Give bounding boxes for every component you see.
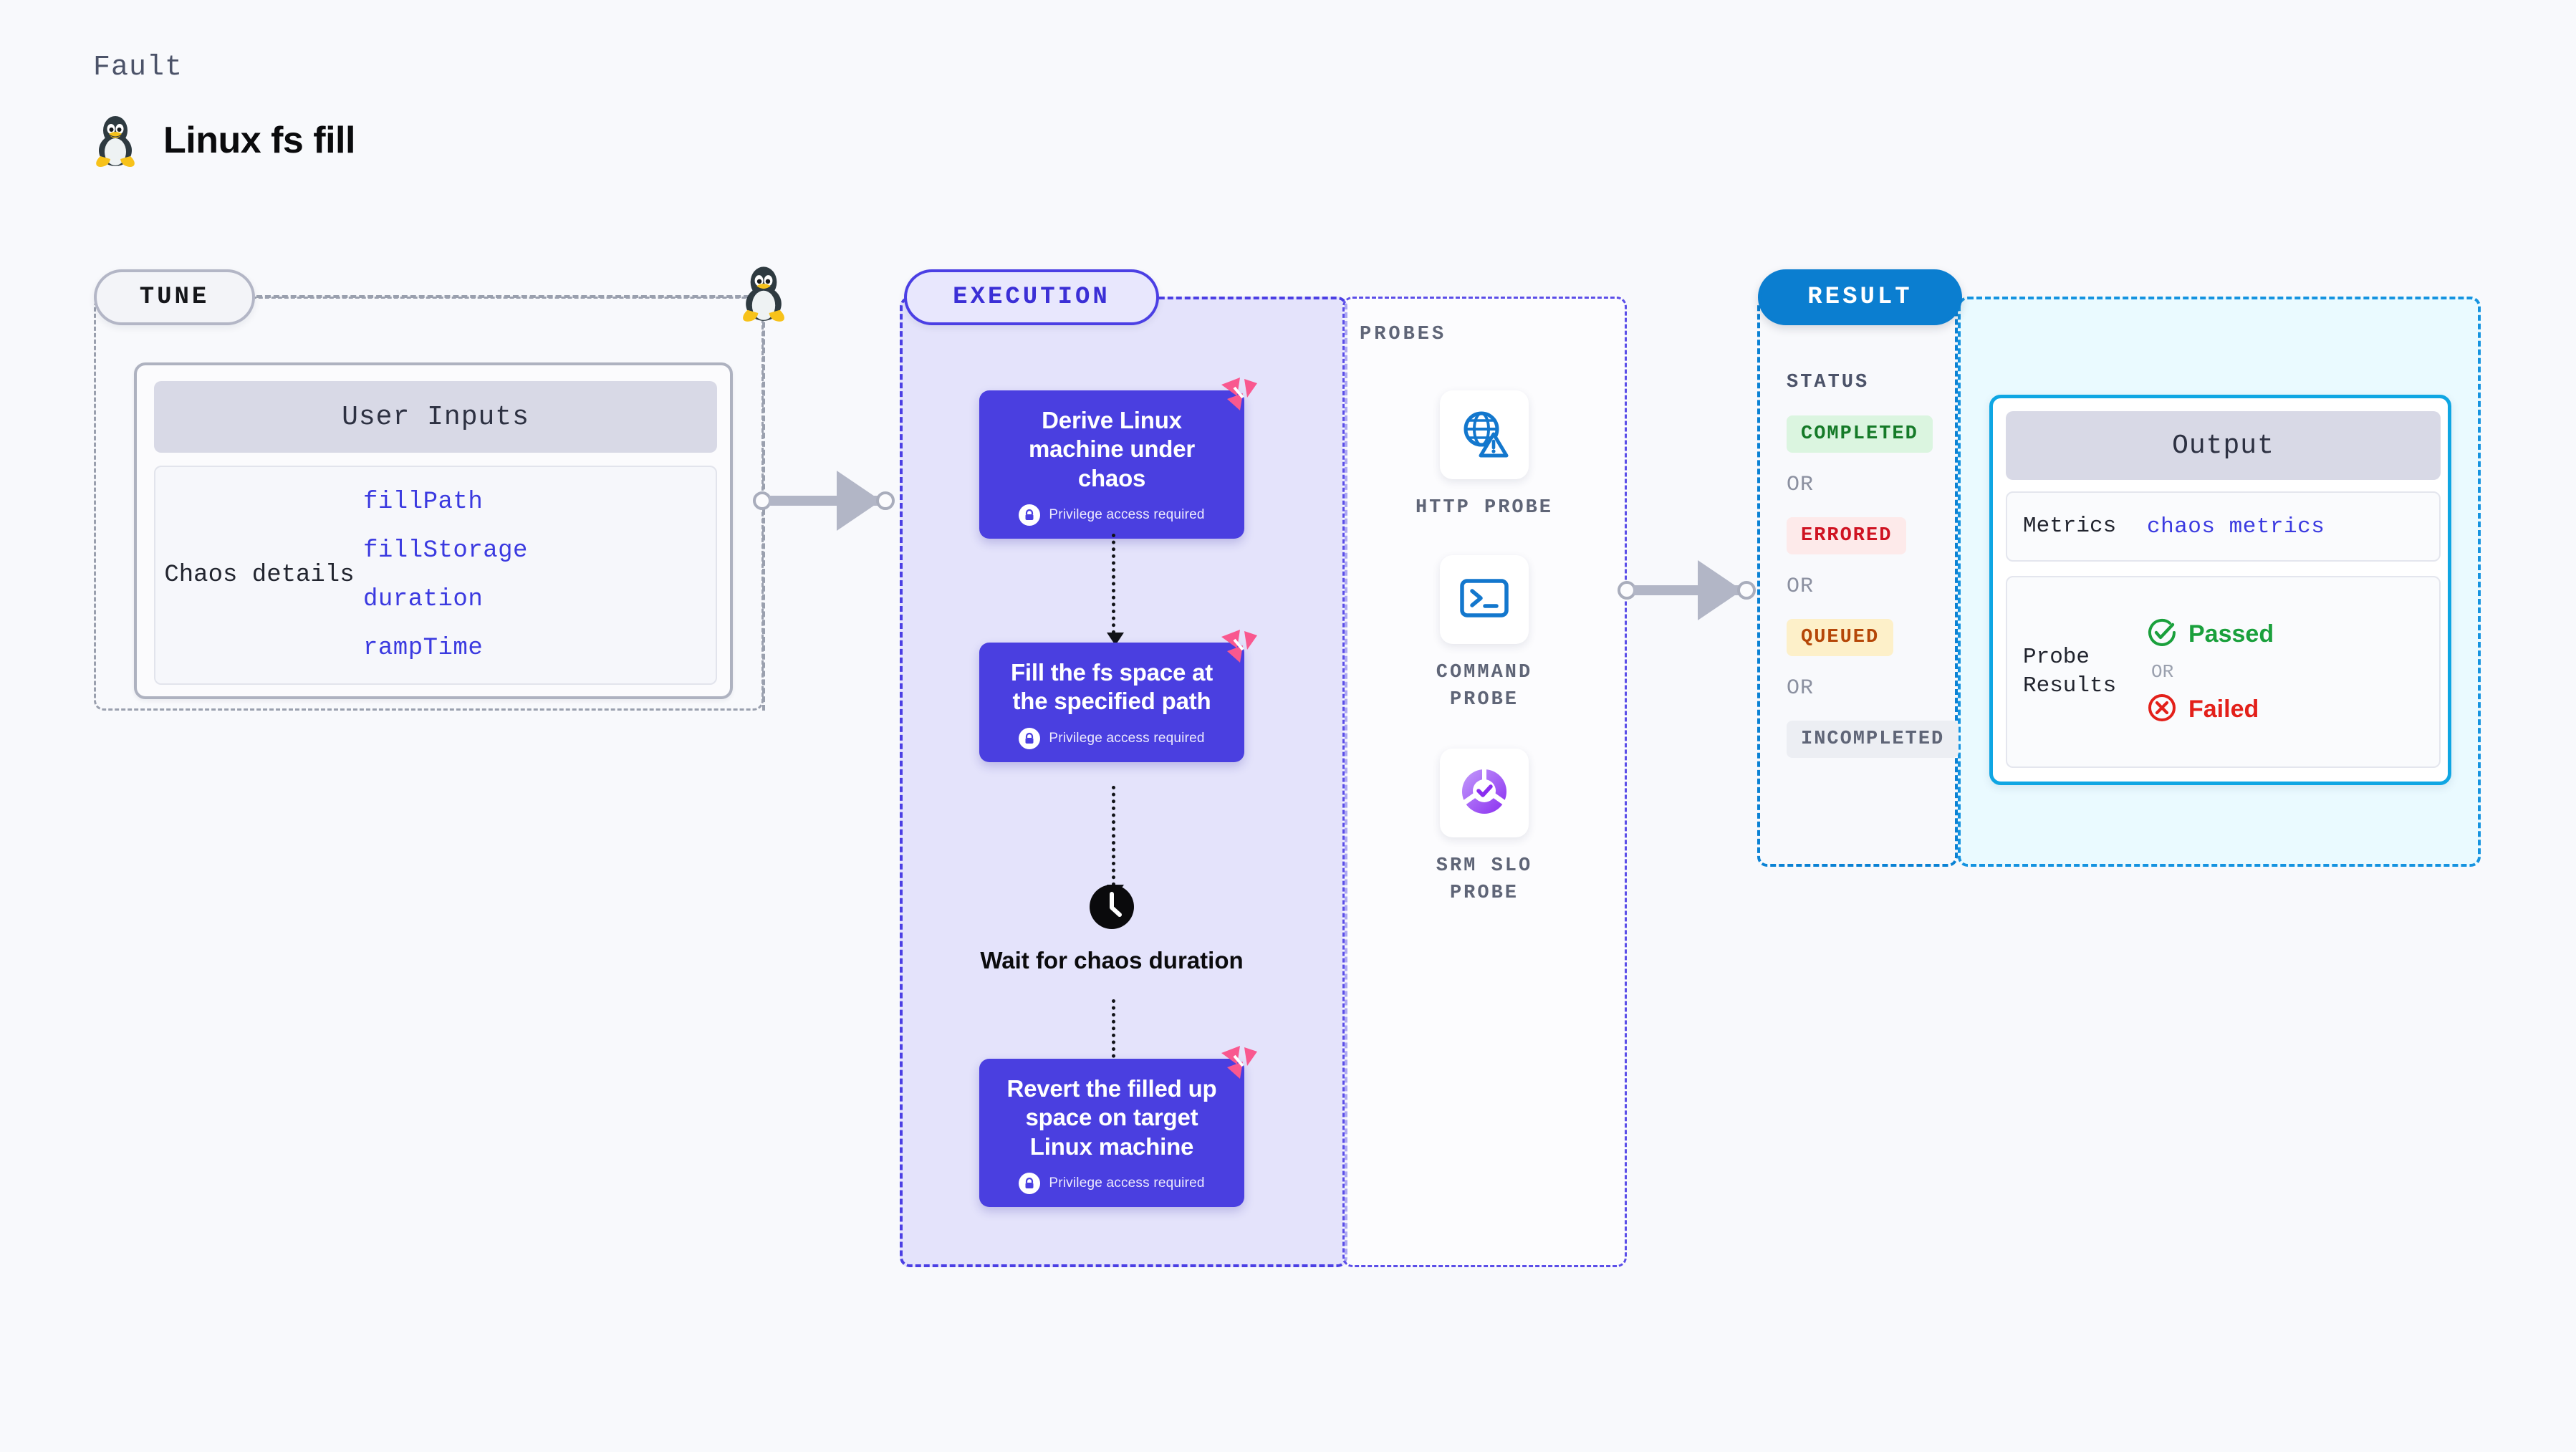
x-circle-icon (2147, 693, 2177, 726)
probe-results-label: Probe Results (2023, 644, 2117, 698)
tune-node-penguin-icon (739, 264, 788, 326)
status-or-3: OR (1787, 676, 1815, 701)
chaos-flag-icon (1219, 375, 1260, 420)
probe-result-failed: Failed (2147, 693, 2274, 726)
probe-label: HTTP PROBE (1415, 497, 1554, 519)
chaos-flag-icon (1219, 1043, 1260, 1088)
check-circle-icon (2147, 617, 2177, 651)
param-duration[interactable]: duration (363, 586, 484, 613)
privilege-note-row: Privilege access required (992, 504, 1231, 526)
user-inputs-card: User Inputs Chaos details fillPath fillS… (134, 362, 733, 699)
flow-connector-1 (1107, 534, 1124, 645)
probe-tile (1440, 749, 1529, 837)
status-caption: STATUS (1787, 372, 1870, 393)
linux-penguin-icon (93, 113, 138, 168)
execution-step-revert[interactable]: Revert the filled up space on target Lin… (979, 1046, 1257, 1207)
probe-label: SRM SLO PROBE (1436, 855, 1533, 904)
probe-tile (1440, 390, 1529, 479)
wait-label: Wait for chaos duration (980, 947, 1244, 973)
flow-connector-2 (1107, 786, 1124, 898)
lock-icon (1019, 727, 1041, 749)
param-fillpath[interactable]: fillPath (363, 489, 484, 516)
execution-step-fill[interactable]: Fill the fs space at the specified path … (979, 630, 1257, 762)
status-or-1: OR (1787, 473, 1815, 497)
chaos-details-params: fillPath fillStorage duration rampTime (363, 489, 528, 662)
clock-icon (1088, 885, 1135, 933)
failed-label: Failed (2188, 696, 2259, 723)
status-badge-completed: COMPLETED (1787, 415, 1933, 453)
probe-result-or: OR (2151, 661, 2174, 683)
output-metrics-row: Metrics chaos metrics (2006, 491, 2441, 562)
probe-command[interactable]: COMMAND PROBE (1402, 555, 1567, 714)
metrics-label: Metrics (2023, 513, 2117, 539)
privilege-note-row: Privilege access required (992, 727, 1231, 749)
probe-label: COMMAND PROBE (1436, 662, 1533, 711)
probe-srm-slo[interactable]: SRM SLO PROBE (1402, 749, 1567, 908)
lock-icon (1019, 504, 1041, 526)
privilege-note-row: Privilege access required (992, 1172, 1231, 1194)
output-card: Output Metrics chaos metrics Probe Resul… (1989, 395, 2451, 785)
privilege-note: Privilege access required (1049, 1175, 1205, 1191)
tune-to-node-dashline (256, 295, 758, 298)
probe-results-values: Passed OR Failed (2147, 617, 2274, 726)
chaos-details-body: Chaos details fillPath fillStorage durat… (154, 466, 717, 685)
chaos-flag-icon (1219, 627, 1260, 672)
output-probe-results-row: Probe Results Passed OR (2006, 576, 2441, 768)
status-badge-errored: ERRORED (1787, 517, 1907, 554)
tune-pill[interactable]: TUNE (94, 269, 255, 325)
execution-step-derive[interactable]: Derive Linux machine under chaos Privile… (979, 378, 1257, 539)
probe-result-passed: Passed (2147, 617, 2274, 651)
page-title: Linux fs fill (163, 120, 355, 161)
status-badge-queued: QUEUED (1787, 619, 1894, 656)
param-fillstorage[interactable]: fillStorage (363, 537, 528, 564)
fault-title-row: Linux fs fill (93, 113, 355, 168)
output-header: Output (2006, 411, 2441, 480)
execution-pill[interactable]: EXECUTION (904, 269, 1159, 325)
slo-check-icon (1458, 765, 1511, 822)
step-title: Derive Linux machine under chaos (1028, 407, 1196, 491)
result-pill[interactable]: RESULT (1758, 269, 1962, 325)
passed-label: Passed (2188, 620, 2274, 648)
status-badge-incompleted: INCOMPLETED (1787, 721, 1959, 758)
user-inputs-header: User Inputs (154, 381, 717, 453)
step-title: Revert the filled up space on target Lin… (1006, 1075, 1217, 1160)
probe-http[interactable]: HTTP PROBE (1402, 390, 1567, 522)
globe-warning-icon (1458, 407, 1511, 463)
param-ramptime[interactable]: rampTime (363, 635, 484, 662)
privilege-note: Privilege access required (1049, 730, 1205, 746)
terminal-icon (1459, 577, 1509, 623)
probes-caption: PROBES (1360, 324, 1447, 345)
privilege-note: Privilege access required (1049, 506, 1205, 522)
fault-kicker: Fault (93, 52, 183, 84)
lock-icon (1019, 1172, 1041, 1194)
step-title: Fill the fs space at the specified path (1010, 659, 1213, 715)
chaos-details-label: Chaos details (164, 562, 355, 589)
status-or-2: OR (1787, 574, 1815, 599)
execution-step-wait: Wait for chaos duration (979, 883, 1244, 975)
metrics-value[interactable]: chaos metrics (2147, 514, 2325, 539)
probe-tile (1440, 555, 1529, 644)
